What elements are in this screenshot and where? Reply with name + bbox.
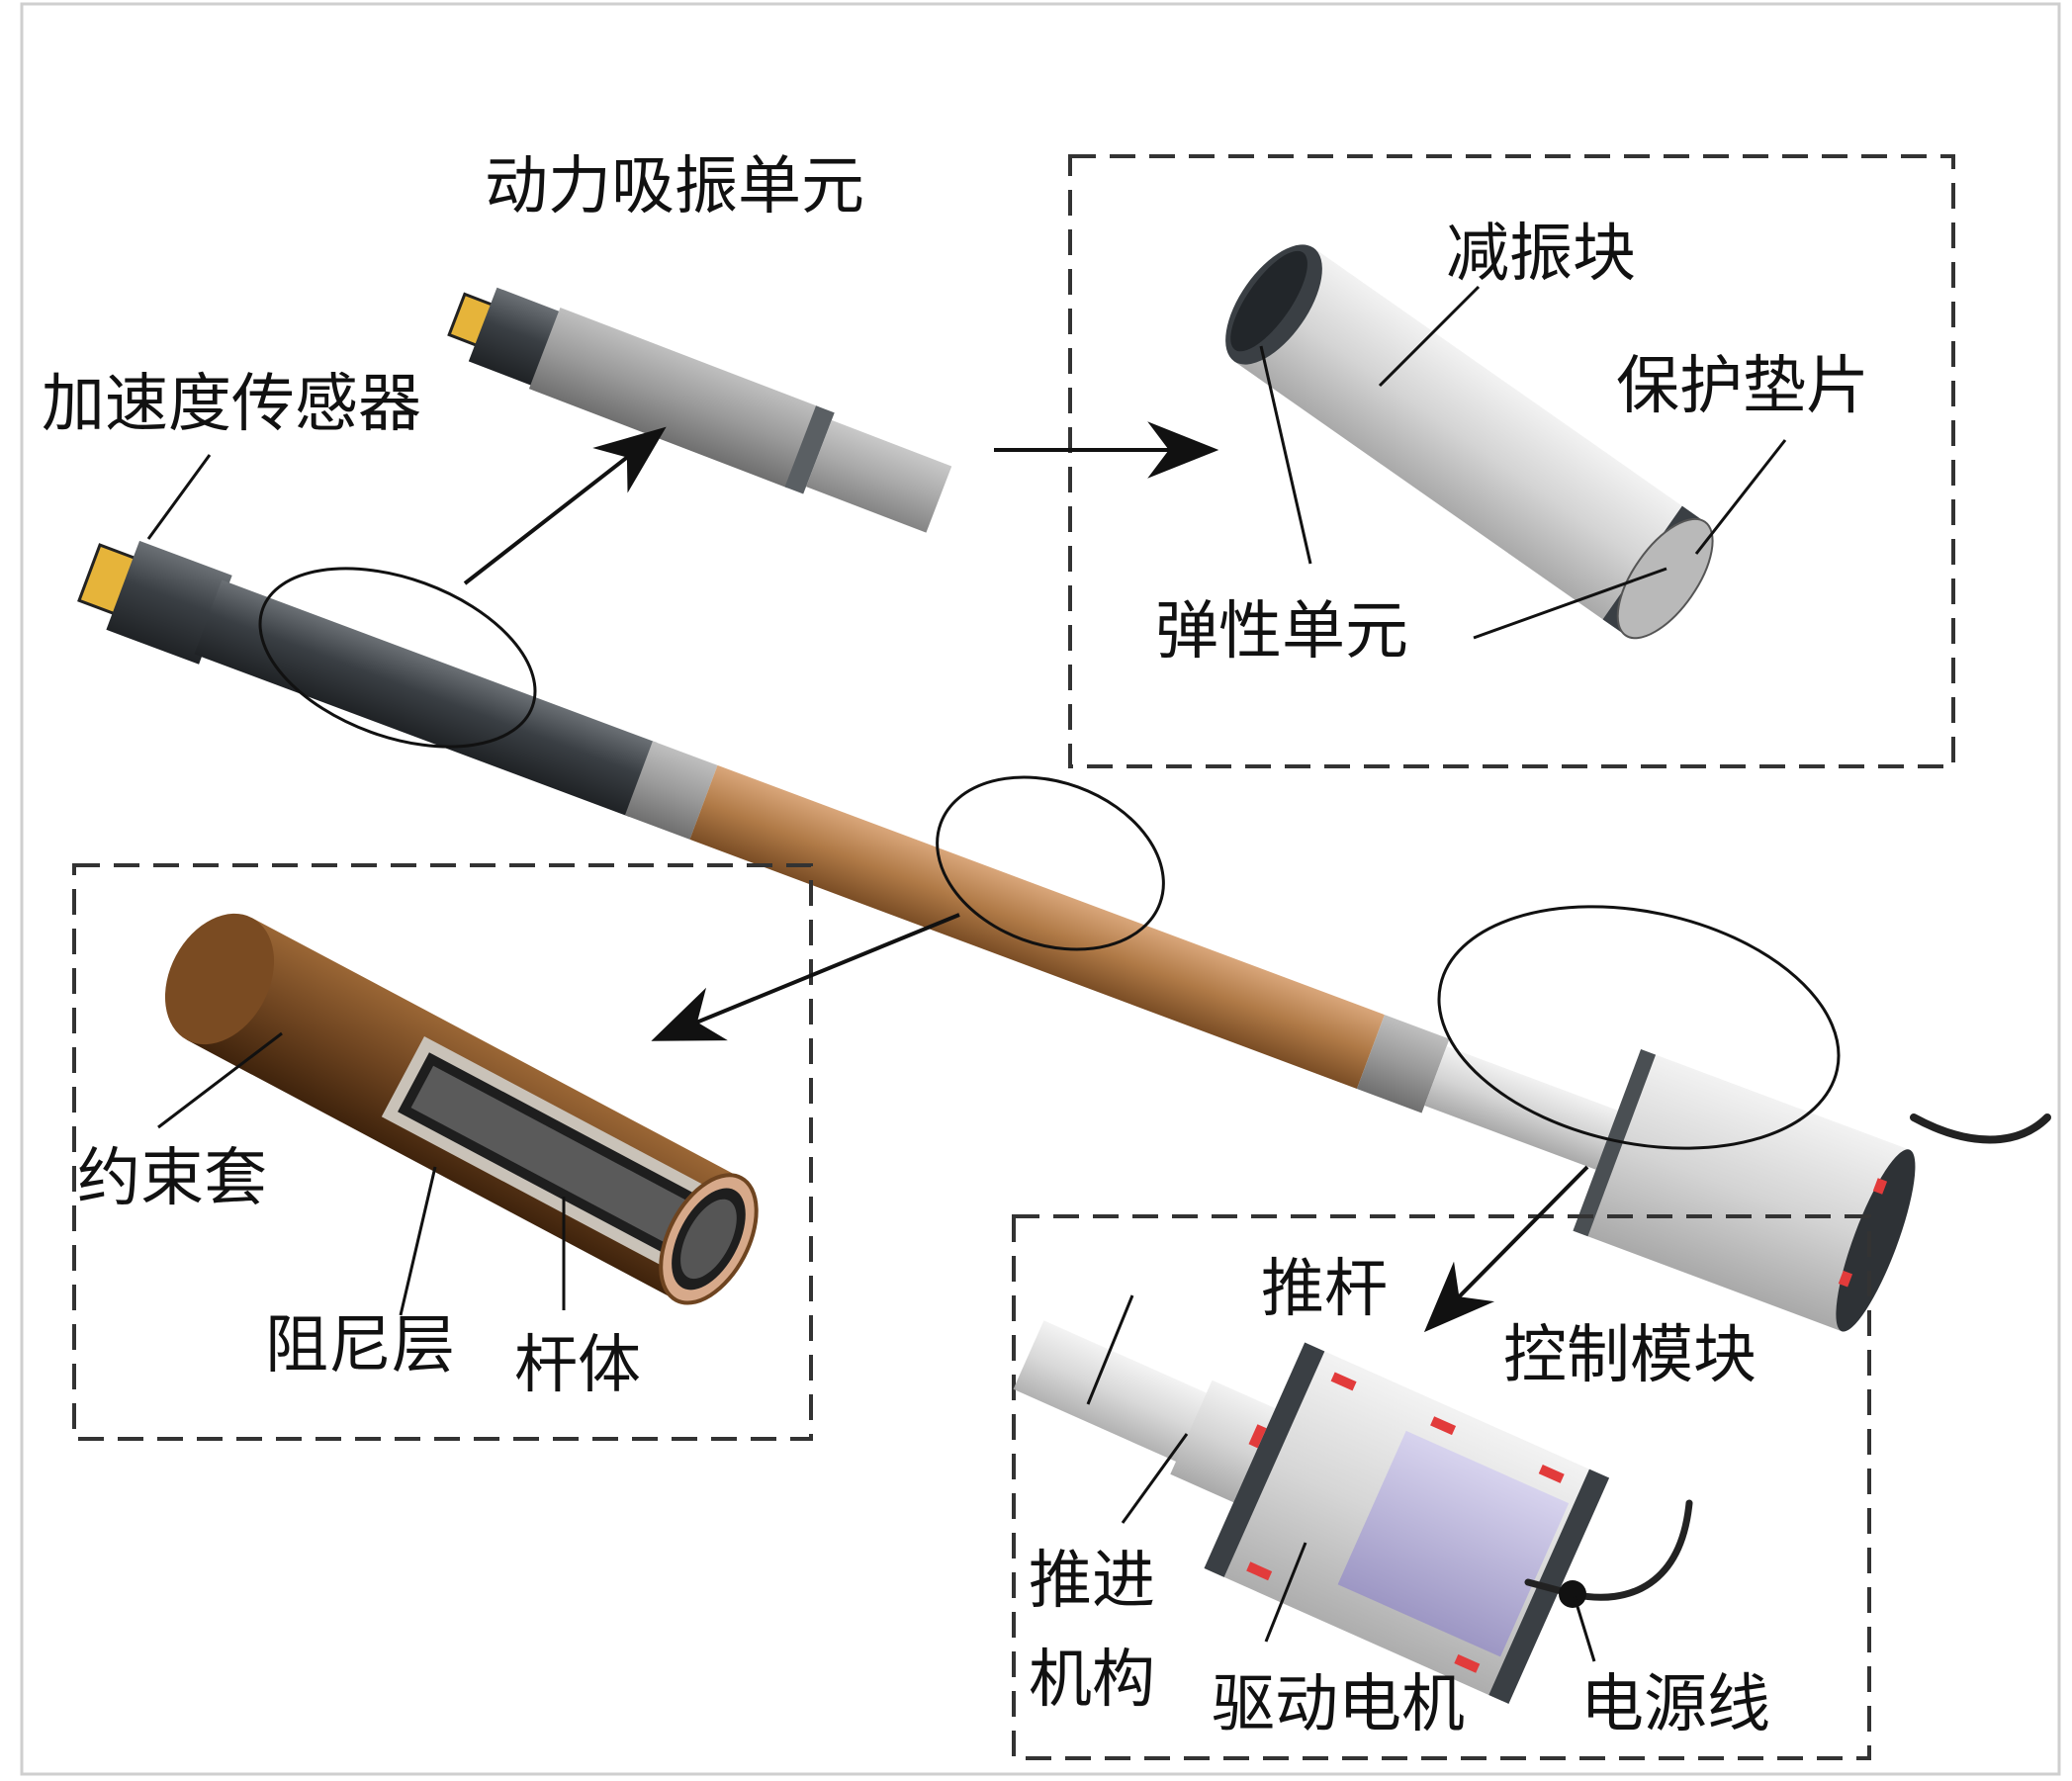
bar-red-marker: [1872, 1178, 1888, 1195]
leader-damping-layer: [399, 1166, 437, 1316]
leader-power-cable: [1573, 1596, 1596, 1662]
label-protective-pad: 保护垫片: [1616, 350, 1869, 423]
main-boring-bar: [77, 540, 2051, 1332]
label-propulsion-line2: 机构: [1029, 1644, 1155, 1717]
motor-red-marker: [1454, 1653, 1481, 1673]
box-damping-layer: [72, 863, 813, 1441]
leader-push-rod: [1086, 1294, 1134, 1405]
elastic-end-left-face: [1230, 250, 1307, 352]
motor-red-marker: [1246, 1561, 1273, 1581]
leader-constraint-sleeve: [157, 1031, 283, 1129]
leader-propulsion: [1121, 1433, 1189, 1524]
leader-acceleration-sensor: [146, 454, 212, 540]
leader-damping-mass: [1378, 285, 1481, 388]
bar-copper-section: [689, 764, 1385, 1090]
housing-ring-left: [1204, 1342, 1325, 1577]
bar-control-housing: [1573, 1049, 1910, 1332]
label-elastic-unit: 弹性单元: [1155, 595, 1408, 668]
leader-drive-motor: [1264, 1542, 1307, 1643]
drive-motor-core: [1337, 1430, 1570, 1657]
absorber-tail: [806, 419, 952, 533]
damping-block-body: [1233, 247, 1695, 628]
bar-grey-collar-2: [1356, 1015, 1450, 1113]
absorber-unit-detail: [447, 287, 952, 533]
push-rod-shaft: [1013, 1320, 1225, 1470]
callout-ellipse-absorber: [258, 567, 537, 749]
callout-ellipse-damping: [936, 775, 1165, 951]
bar-housing-end: [1836, 1149, 1916, 1332]
label-power-cable: 电源线: [1580, 1668, 1770, 1741]
absorber-head: [468, 287, 562, 387]
label-damping-mass: 减振块: [1446, 218, 1636, 291]
arrow-to-control-module: [1423, 1165, 1589, 1333]
label-acceleration-sensor: 加速度传感器: [42, 368, 421, 441]
constraint-sleeve-back: [164, 913, 275, 1045]
bar-push-rod: [1424, 1046, 1618, 1170]
label-dynamic-absorber-unit: 动力吸振单元: [485, 150, 864, 223]
protective-pad: [1616, 517, 1714, 640]
leader-elastic-unit-left: [1259, 345, 1312, 565]
leader-protective-pad: [1694, 439, 1787, 555]
leader-elastic-unit-right: [1473, 567, 1667, 640]
bar-housing-ring: [1573, 1049, 1657, 1237]
label-damping-layer: 阻尼层: [265, 1309, 455, 1382]
label-drive-motor: 驱动电机: [1212, 1668, 1465, 1741]
damping-layer-cylinder: [164, 913, 759, 1305]
bar-dark-section: [194, 579, 658, 818]
label-bar-body: 杆体: [514, 1329, 641, 1402]
bar-head-section: [106, 540, 232, 665]
bar-body-inner: [410, 1065, 720, 1261]
motor-red-marker: [1538, 1465, 1565, 1483]
absorber-body: [528, 307, 819, 489]
label-control-module: 控制模块: [1503, 1319, 1757, 1392]
bar-red-marker: [1838, 1270, 1853, 1288]
absorber-ring: [784, 405, 835, 494]
bar-grey-collar: [624, 741, 718, 840]
arrow-to-absorber: [463, 426, 667, 585]
damping-block-cylinder: [1225, 244, 1714, 640]
box-damping-block: [1068, 154, 1955, 768]
arrow-to-damping-layer: [651, 913, 960, 1041]
motor-red-marker: [1248, 1424, 1267, 1449]
bar-power-cable: [1910, 1113, 2051, 1144]
sleeve-front-core: [680, 1199, 737, 1280]
label-constraint-sleeve: 约束套: [77, 1142, 267, 1215]
propulsion-sleeve: [1170, 1380, 1276, 1503]
label-propulsion-line1: 推进: [1029, 1545, 1155, 1618]
control-module-assembly: [1013, 1320, 1693, 1704]
label-push-rod: 推杆: [1261, 1253, 1388, 1326]
motor-red-marker: [1330, 1372, 1357, 1391]
box-control-module: [1012, 1214, 1871, 1760]
motor-red-marker: [1430, 1416, 1457, 1436]
figure-frame: [20, 2, 2061, 1776]
callout-ellipse-control: [1437, 905, 1841, 1150]
power-cable-connector: [1559, 1580, 1586, 1608]
